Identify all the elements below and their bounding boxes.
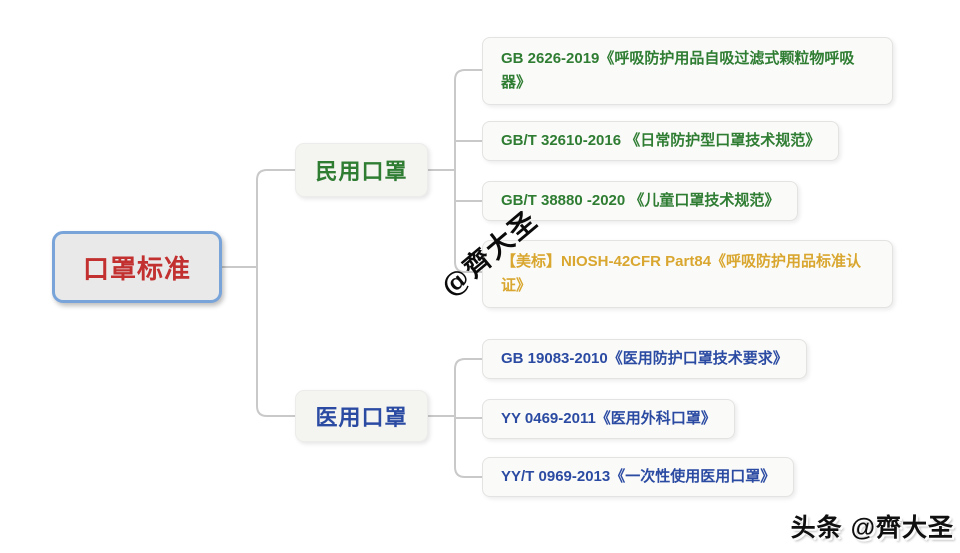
leaf-node-gbt-32610-2016[interactable]: GB/T 32610-2016 《日常防护型口罩技术规范》	[482, 121, 840, 161]
leaf-node-gbt-38880-2020[interactable]: GB/T 38880 -2020 《儿童口罩技术规范》	[482, 181, 799, 221]
branch-node-medical-masks[interactable]: 医用口罩	[295, 390, 428, 442]
connector-branches	[256, 169, 296, 417]
leaf-node-niosh-42cfr-part84[interactable]: 【美标】NIOSH-42CFR Part84《呼吸防护用品标准认证》	[482, 240, 893, 308]
branch-civilian-label: 民用口罩	[315, 159, 408, 184]
leaf-node-yyt-0969-2013[interactable]: YY/T 0969-2013《一次性使用医用口罩》	[482, 457, 795, 497]
branch-node-civilian-masks[interactable]: 民用口罩	[295, 143, 428, 197]
toutiao-author-watermark: 头条 @齊大圣	[790, 514, 954, 542]
branch-medical-label: 医用口罩	[315, 405, 408, 430]
leaf-node-yy-0469-2011[interactable]: YY 0469-2011《医用外科口罩》	[482, 399, 735, 439]
leaf-node-gb-2626-2019[interactable]: GB 2626-2019《呼吸防护用品自吸过滤式颗粒物呼吸器》	[482, 37, 893, 105]
connector-civilian-rail	[454, 69, 483, 273]
leaf-node-gb-19083-2010[interactable]: GB 19083-2010《医用防护口罩技术要求》	[482, 339, 807, 379]
connector-medical-rail	[454, 358, 483, 478]
root-node-label: 口罩标准	[82, 253, 191, 284]
root-node-mask-standards[interactable]: 口罩标准	[52, 231, 222, 303]
